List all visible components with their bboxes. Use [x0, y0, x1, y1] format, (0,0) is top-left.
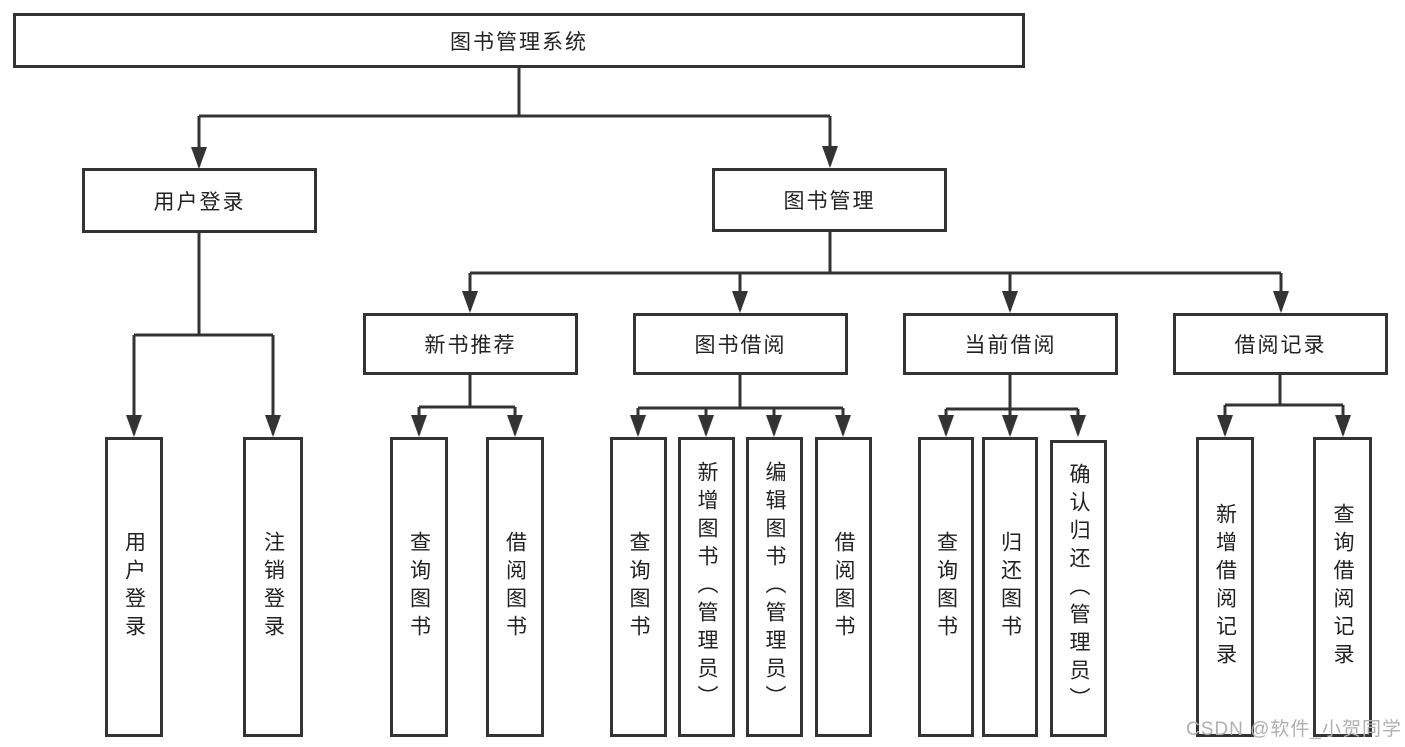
leaf-current-confirm-admin-label: 确认归还（管理员） — [1067, 462, 1091, 715]
node-book-borrow: 图书借阅 — [633, 313, 848, 375]
leaf-borrow-add-admin: 新增图书（管理员） — [678, 437, 735, 737]
node-borrow-record: 借阅记录 — [1173, 313, 1388, 375]
leaf-newbook-query-label: 查询图书 — [407, 531, 431, 643]
leaf-current-return: 归还图书 — [982, 437, 1038, 737]
connector-new-book — [417, 375, 517, 434]
node-current-borrow: 当前借阅 — [903, 313, 1118, 375]
node-current-borrow-label: 当前借阅 — [964, 334, 1057, 357]
connector-root — [197, 68, 832, 166]
leaf-borrow-borrow-label: 借阅图书 — [832, 531, 856, 643]
arrowheads — [126, 146, 1351, 437]
leaf-user-login: 用户登录 — [105, 437, 163, 737]
leaf-current-confirm-admin: 确认归还（管理员） — [1050, 440, 1107, 737]
leaf-borrow-edit-admin: 编辑图书（管理员） — [746, 437, 803, 737]
watermark: CSDN @软件_小贺同学 — [1186, 719, 1402, 740]
leaf-borrow-query: 查询图书 — [610, 437, 667, 737]
leaf-user-logout: 注销登录 — [243, 437, 303, 737]
leaf-borrow-edit-admin-label: 编辑图书（管理员） — [763, 461, 787, 713]
leaf-user-login-label: 用户登录 — [122, 531, 146, 643]
connector-borrow-record — [1223, 375, 1345, 434]
node-book-borrow-label: 图书借阅 — [694, 334, 787, 357]
node-borrow-record-label: 借阅记录 — [1234, 334, 1327, 357]
leaf-newbook-borrow-label: 借阅图书 — [503, 531, 527, 643]
leaf-borrow-borrow: 借阅图书 — [815, 437, 872, 737]
leaf-newbook-query: 查询图书 — [390, 437, 448, 737]
leaf-current-query: 查询图书 — [918, 437, 974, 737]
leaf-current-return-label: 归还图书 — [998, 531, 1022, 643]
connector-book-borrow — [636, 375, 845, 434]
leaf-borrow-query-label: 查询图书 — [627, 531, 651, 643]
leaf-borrow-add-admin-label: 新增图书（管理员） — [695, 461, 719, 713]
leaf-record-query: 查询借阅记录 — [1313, 437, 1372, 737]
leaf-record-add: 新增借阅记录 — [1196, 437, 1254, 737]
leaf-record-query-label: 查询借阅记录 — [1331, 503, 1355, 671]
node-root: 图书管理系统 — [13, 13, 1025, 68]
node-book-management-label: 图书管理 — [783, 190, 876, 213]
leaf-current-query-label: 查询图书 — [934, 531, 958, 643]
node-new-book-recommend: 新书推荐 — [363, 313, 578, 375]
leaf-newbook-borrow: 借阅图书 — [486, 437, 544, 737]
node-user-login-label: 用户登录 — [153, 190, 246, 214]
node-user-login: 用户登录 — [82, 168, 317, 233]
node-root-label: 图书管理系统 — [450, 30, 588, 54]
node-new-book-recommend-label: 新书推荐 — [424, 334, 517, 357]
connector-book-management — [468, 232, 1283, 310]
node-book-management: 图书管理 — [712, 168, 947, 232]
leaf-user-logout-label: 注销登录 — [261, 531, 285, 643]
leaf-record-add-label: 新增借阅记录 — [1213, 503, 1237, 671]
connector-user-login — [132, 233, 275, 434]
